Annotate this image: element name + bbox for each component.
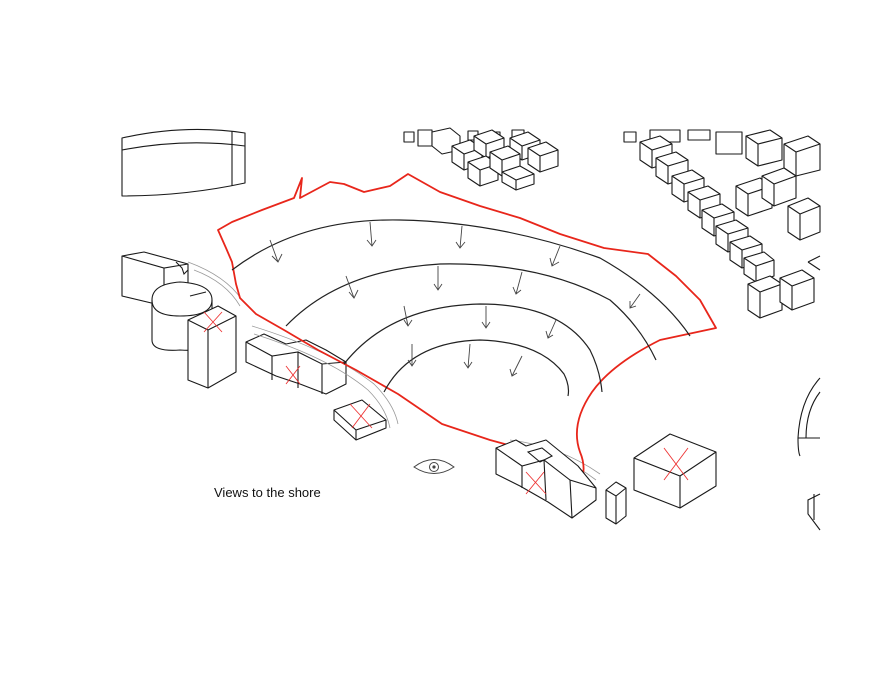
block-cluster-top <box>403 127 559 191</box>
curved-building-top-left <box>121 128 246 197</box>
building-small-slab-removed <box>333 399 387 441</box>
building-left-tower-removed <box>187 305 237 389</box>
building-shore-removed <box>495 439 597 519</box>
eye-icon <box>413 459 455 474</box>
building-large-cube-removed <box>633 433 717 509</box>
block-grid-right <box>623 129 821 319</box>
site-boundary <box>217 173 717 481</box>
arc-structure-right <box>797 377 821 531</box>
building-left-low-row <box>245 333 347 395</box>
view-arrows <box>269 221 641 377</box>
view-caption: Views to the shore <box>214 485 321 500</box>
view-arcs <box>231 219 691 397</box>
building-small-tower <box>605 481 627 525</box>
